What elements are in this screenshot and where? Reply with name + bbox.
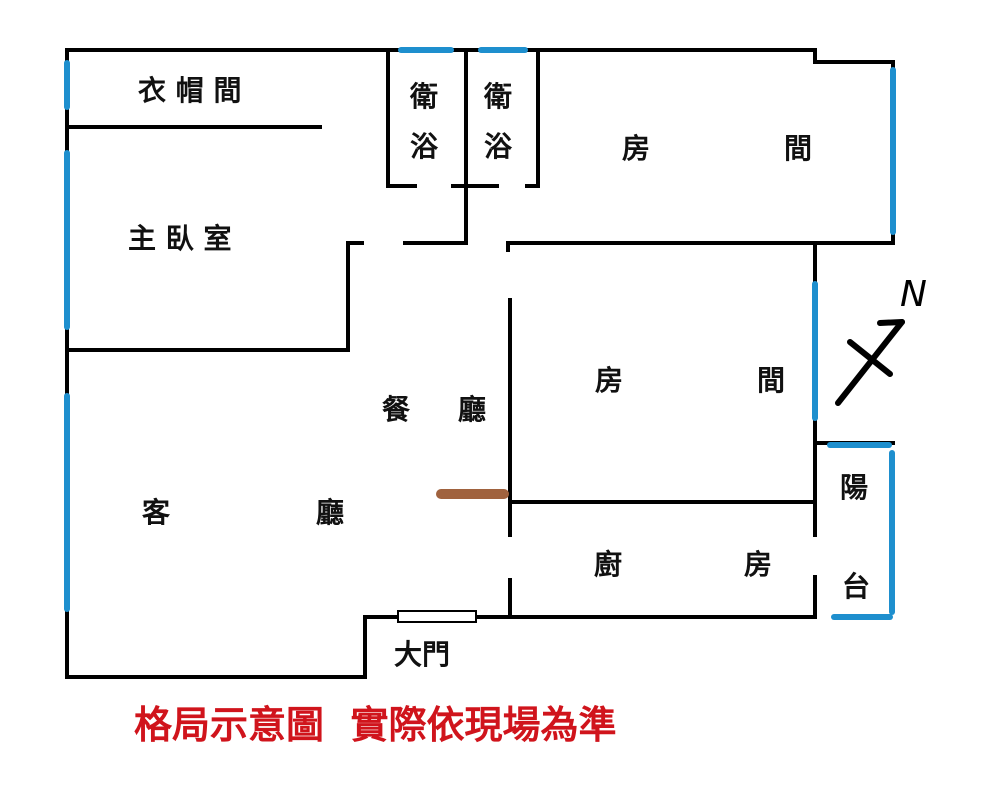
windows (64, 47, 896, 620)
north-arrow-icon: N (835, 274, 927, 406)
room-bathroom-2a: 衛 (483, 80, 512, 113)
room-bathroom-1a: 衛 (409, 80, 438, 113)
room-dining: 餐 廳 (382, 393, 496, 426)
room-bathroom-2b: 浴 (484, 130, 513, 163)
caption: 格局示意圖 實際依現場為準 (134, 702, 616, 747)
entrance-label: 大門 (394, 638, 450, 671)
room-bedroom-2: 房 間 (595, 364, 811, 397)
room-balcony-b: 台 (842, 570, 870, 603)
room-bathroom-1b: 浴 (410, 130, 439, 163)
room-balcony-a: 陽 (840, 471, 868, 504)
room-master-bedroom: 主 臥 室 (128, 222, 232, 255)
room-bedroom-1: 房 間 (622, 132, 838, 165)
room-closet: 衣 帽 間 (138, 74, 242, 107)
room-kitchen: 廚 房 (594, 548, 794, 581)
compass-label: N (900, 274, 927, 315)
room-living: 客 廳 (142, 496, 374, 529)
main-door (397, 610, 477, 623)
